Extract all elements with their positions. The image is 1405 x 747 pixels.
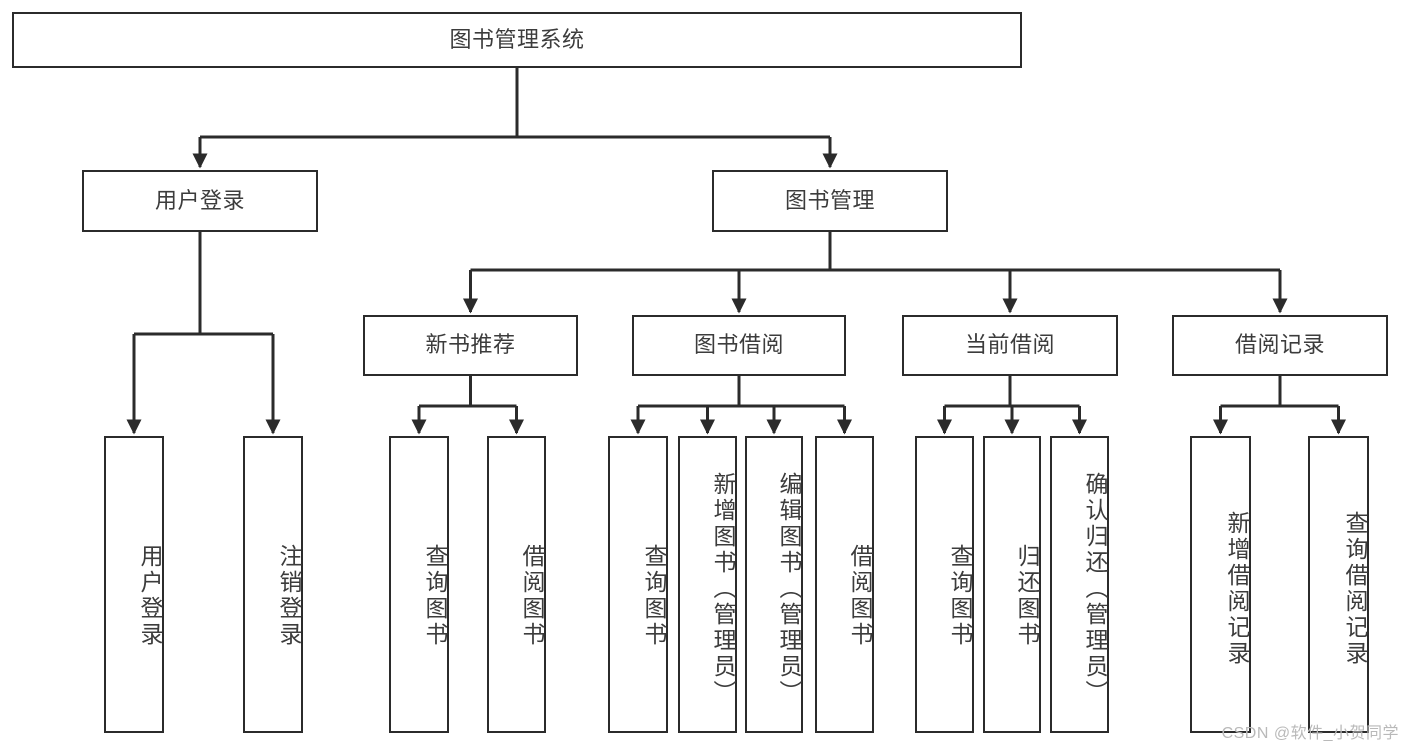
node-leaf-add-book[interactable]: 新增图书（管理员） <box>678 436 737 733</box>
node-label: 确认归还（管理员） <box>1082 471 1108 706</box>
node-label: 图书借阅 <box>693 332 784 358</box>
node-leaf-add-record[interactable]: 新增借阅记录 <box>1190 436 1251 733</box>
node-label: 借阅图书 <box>847 543 873 648</box>
node-leaf-query-book-2[interactable]: 查询图书 <box>608 436 668 733</box>
node-label: 新增借阅记录 <box>1224 510 1250 667</box>
node-label: 借阅记录 <box>1234 332 1325 358</box>
node-label: 借阅图书 <box>519 543 545 648</box>
node-current-borrow[interactable]: 当前借阅 <box>902 315 1118 376</box>
node-user-login[interactable]: 用户登录 <box>82 170 318 232</box>
node-leaf-query-book-3[interactable]: 查询图书 <box>915 436 974 733</box>
node-label: 编辑图书（管理员） <box>776 471 802 706</box>
node-book-manage[interactable]: 图书管理 <box>712 170 948 232</box>
node-root[interactable]: 图书管理系统 <box>12 12 1022 68</box>
node-leaf-edit-book[interactable]: 编辑图书（管理员） <box>745 436 803 733</box>
node-label: 归还图书 <box>1014 543 1040 648</box>
node-label: 图书管理 <box>784 187 875 213</box>
node-label: 查询图书 <box>641 543 667 648</box>
node-leaf-query-book-1[interactable]: 查询图书 <box>389 436 449 733</box>
node-leaf-user-login[interactable]: 用户登录 <box>104 436 164 733</box>
node-label: 查询图书 <box>422 543 448 648</box>
node-leaf-confirm-return[interactable]: 确认归还（管理员） <box>1050 436 1109 733</box>
node-label: 查询借阅记录 <box>1342 510 1368 667</box>
node-label: 新书推荐 <box>425 332 516 358</box>
node-label: 图书管理系统 <box>449 26 585 52</box>
node-label: 用户登录 <box>154 187 245 213</box>
node-leaf-borrow-book-2[interactable]: 借阅图书 <box>815 436 874 733</box>
node-label: 注销登录 <box>276 543 302 648</box>
node-label: 用户登录 <box>137 543 163 648</box>
node-label: 查询图书 <box>947 543 973 648</box>
node-new-book-rec[interactable]: 新书推荐 <box>363 315 578 376</box>
node-leaf-query-record[interactable]: 查询借阅记录 <box>1308 436 1369 733</box>
node-leaf-logout[interactable]: 注销登录 <box>243 436 303 733</box>
node-label: 新增图书（管理员） <box>710 471 736 706</box>
node-leaf-borrow-book-1[interactable]: 借阅图书 <box>487 436 546 733</box>
watermark: CSDN @软件_小贺同学 <box>1221 725 1399 742</box>
node-borrow-record[interactable]: 借阅记录 <box>1172 315 1388 376</box>
node-leaf-return-book[interactable]: 归还图书 <box>983 436 1041 733</box>
node-label: 当前借阅 <box>964 332 1055 358</box>
node-book-borrow[interactable]: 图书借阅 <box>632 315 846 376</box>
